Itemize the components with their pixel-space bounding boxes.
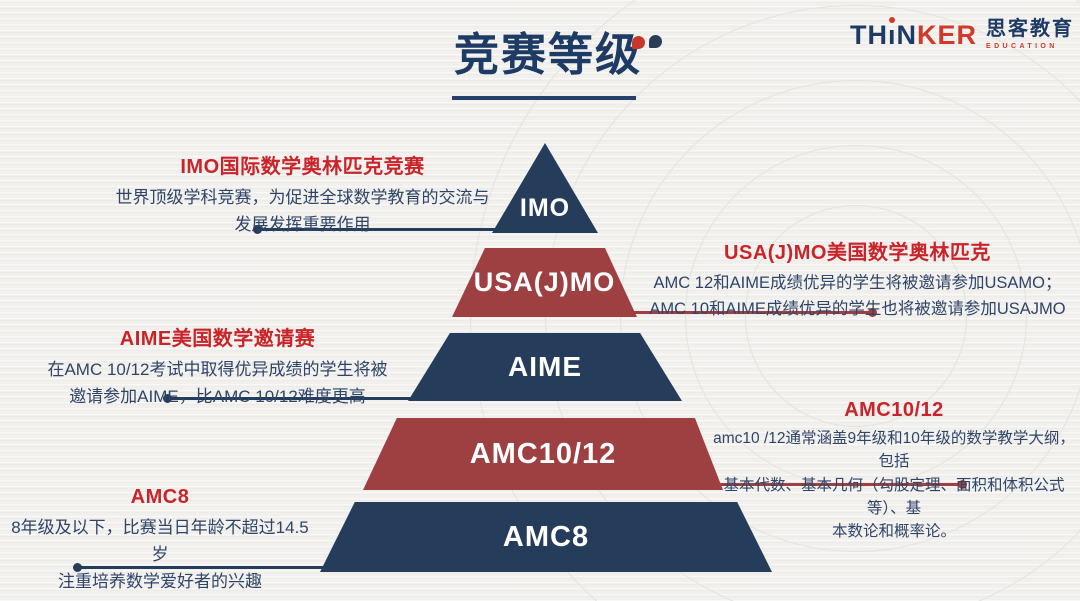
connector-line-aime: [163, 394, 429, 403]
annotation-usajmo-line1: AMC 12和AIME成绩优异的学生将被邀请参加USAMO；: [653, 274, 1062, 292]
title-underline: [452, 96, 636, 100]
quote-balloon-navy-icon: [649, 35, 662, 48]
connector-line-amc1012: [714, 480, 967, 489]
annotation-imo-title: IMO国际数学奥林匹克竞赛: [180, 156, 425, 178]
annotation-amc8-line1: 8年级及以下，比赛当日年龄不超过14.5岁: [11, 518, 309, 565]
pyramid-label-amc8: AMC8: [502, 520, 590, 553]
connector-line-imo: [253, 225, 502, 234]
annotation-amc8-line2: 注重培养数学爱好者的兴趣: [58, 572, 262, 592]
quote-balloon-red-icon: [632, 36, 645, 49]
annotation-aime-title: AIME美国数学邀请赛: [119, 328, 316, 350]
annotation-amc8-title: AMC8: [130, 486, 190, 508]
pyramid-level-amc8: AMC8: [320, 502, 772, 572]
pyramid-level-amc1012: AMC10/12: [363, 418, 723, 490]
logo-subtitle: EDUCATION: [986, 43, 1058, 50]
annotation-amc1012-line2: 基本代数、基本几何（勾股定理、面积和体积公式等）、基: [723, 476, 1065, 517]
annotation-aime: AIME美国数学邀请赛 在AMC 10/12考试中取得优异成绩的学生将被 邀请参…: [15, 322, 420, 410]
page-title: 竞赛等级: [454, 29, 643, 80]
pyramid-label-amc1012: AMC10/12: [469, 437, 617, 470]
logo-letter-i-icon: ı: [888, 17, 897, 50]
annotation-usajmo: USA(J)MO美国数学奥林匹克 AMC 12和AIME成绩优异的学生将被邀请参…: [635, 236, 1080, 323]
connector-line-amc8: [73, 563, 327, 572]
pyramid-label-usajmo: USA(J)MO: [473, 267, 616, 297]
annotation-amc1012: AMC10/12 amc10 /12通常涵盖9年级和10年级的数学教学大纲，包括…: [706, 399, 1080, 543]
pyramid-label-imo: IMO: [519, 194, 571, 222]
connector-dot-icon: [253, 225, 262, 234]
connector-line-usajmo: [629, 308, 877, 317]
logo-wordmark: THıNKER: [850, 17, 978, 50]
logo-chinese-block: 思客教育 EDUCATION: [986, 18, 1074, 50]
annotation-imo: IMO国际数学奥林匹克竞赛 世界顶级学科竞赛，为促进全球数学教育的交流与 发展发…: [100, 150, 505, 238]
annotation-aime-line1: 在AMC 10/12考试中取得优异成绩的学生将被: [47, 360, 388, 379]
annotation-usajmo-line2: AMC 10和AIME成绩优异的学生也将被邀请参加USAJMO: [649, 300, 1066, 319]
annotation-imo-line2: 发展发挥重要作用: [234, 215, 371, 235]
annotation-usajmo-title: USA(J)MO美国数学奥林匹克: [724, 242, 991, 264]
annotation-imo-line1: 世界顶级学科竞赛，为促进全球数学教育的交流与: [115, 188, 490, 207]
annotation-amc8: AMC8 8年级及以下，比赛当日年龄不超过14.5岁 注重培养数学爱好者的兴趣: [5, 486, 315, 596]
connector-dot-icon: [163, 394, 172, 403]
logo-wordmark-navy: TH: [850, 20, 888, 50]
logo-chinese-name: 思客教育: [986, 18, 1075, 40]
pyramid-level-aime: AIME: [408, 333, 682, 401]
annotation-amc1012-line1: amc10 /12通常涵盖9年级和10年级的数学教学大纲，包括: [713, 430, 1075, 471]
brand-logo: THıNKER 思客教育 EDUCATION: [850, 17, 1074, 50]
logo-wordmark-navy: N: [896, 20, 918, 50]
annotation-amc1012-line3: 本数论和概率论。: [831, 523, 956, 540]
connector-dot-icon: [958, 480, 967, 489]
annotation-amc1012-title: AMC10/12: [844, 399, 944, 421]
annotation-aime-line2: 邀请参加AIME，比AMC 10/12难度更高: [69, 387, 366, 407]
pyramid-level-usajmo: USA(J)MO: [452, 248, 637, 317]
connector-dot-icon: [868, 308, 877, 317]
logo-wordmark-red: KER: [917, 20, 978, 50]
connector-dot-icon: [73, 563, 82, 572]
title-block: 竞赛等级: [440, 29, 680, 100]
pyramid-label-aime: AIME: [508, 351, 582, 382]
